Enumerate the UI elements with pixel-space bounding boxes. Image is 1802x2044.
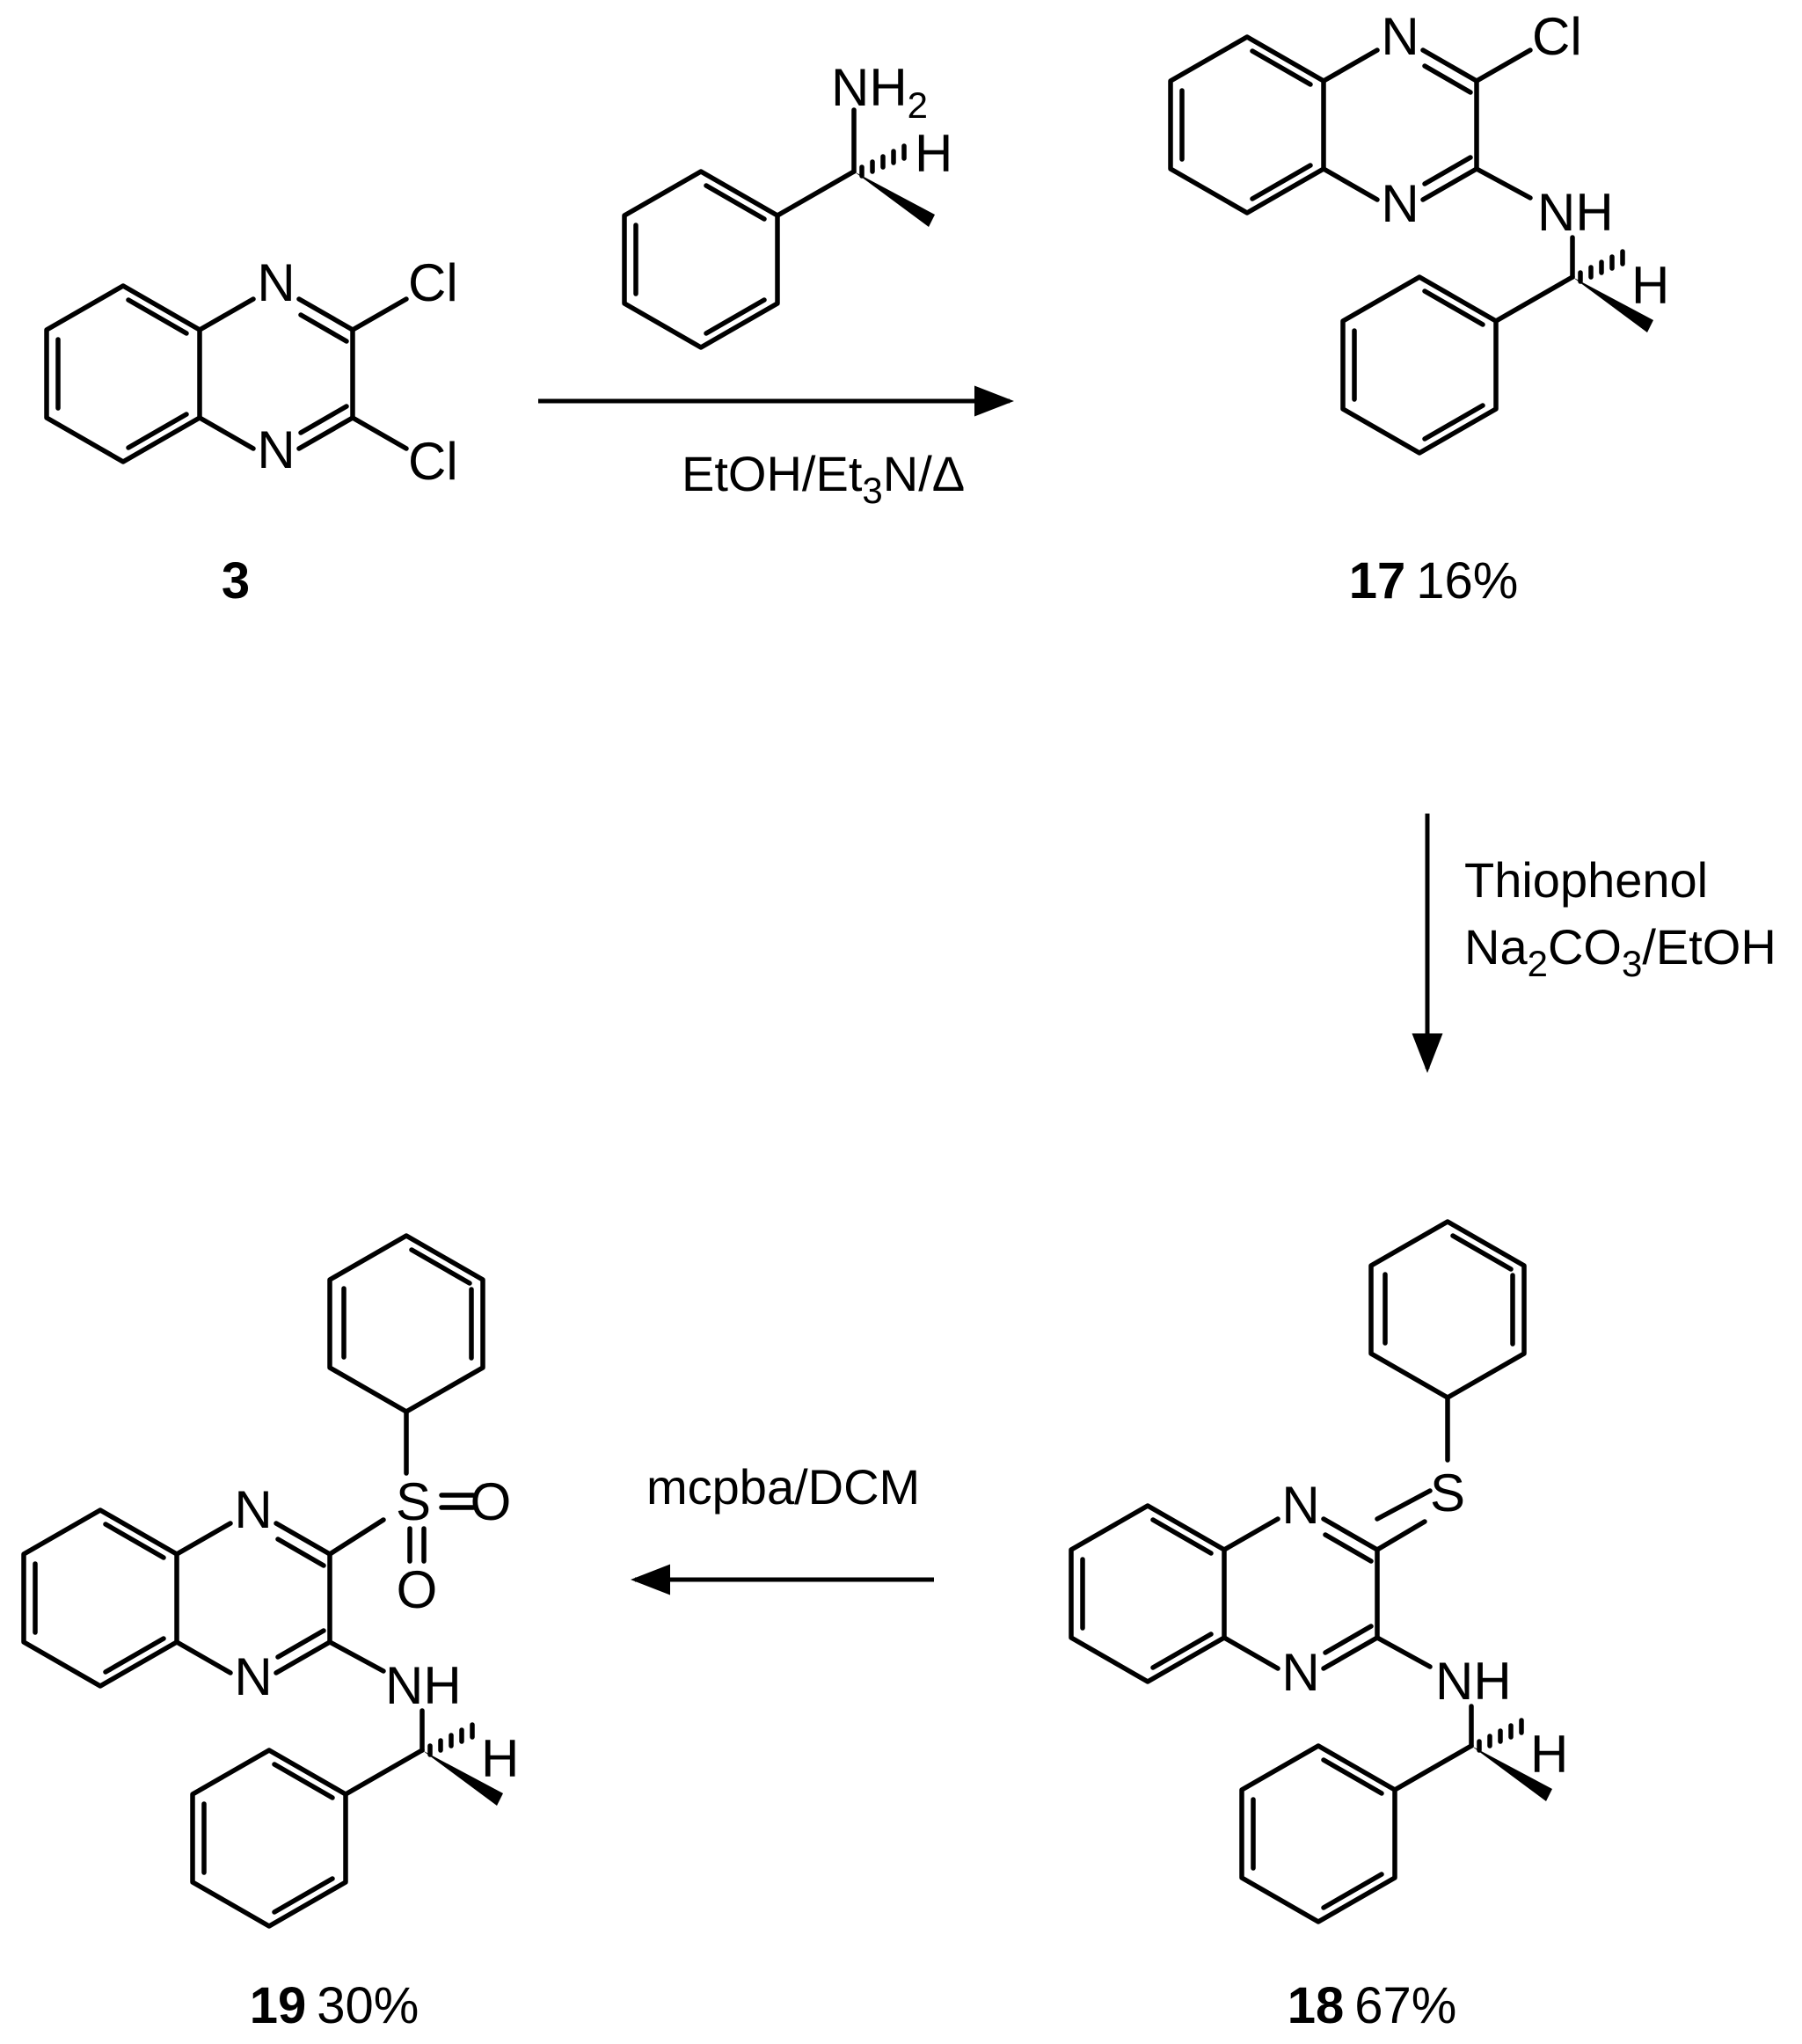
atom-nh: NH xyxy=(385,1656,462,1715)
compound-19-structure: S O O N N NH H xyxy=(21,1233,519,1929)
compound-18-structure: S N N NH H xyxy=(1069,1219,1568,1924)
reagent-phenylethylamine-structure: NH2 H xyxy=(622,58,952,350)
atom-n-top: N xyxy=(234,1480,272,1539)
compound-17-structure: N N Cl NH H xyxy=(1168,7,1669,456)
atom-nh2: NH2 xyxy=(831,58,928,126)
atom-n-bottom: N xyxy=(1381,174,1419,233)
conditions-step-2-line-1: Thiophenol xyxy=(1464,852,1708,908)
atom-h: H xyxy=(481,1729,519,1788)
atom-nh: NH xyxy=(1435,1652,1512,1711)
compound-3-number: 3 xyxy=(222,552,250,610)
atom-o-bottom: O xyxy=(397,1560,438,1619)
atom-h-reagent: H xyxy=(915,124,952,183)
atom-n-bottom: N xyxy=(257,420,295,479)
atom-h: H xyxy=(1631,256,1669,315)
atom-n-top: N xyxy=(1281,1476,1319,1535)
atom-n-bottom: N xyxy=(1281,1643,1319,1702)
atom-nh: NH xyxy=(1537,183,1614,242)
atom-s: S xyxy=(1430,1464,1465,1522)
compound-3-structure: N N Cl Cl xyxy=(44,253,458,491)
atom-o-right: O xyxy=(471,1472,512,1531)
atom-cl-bottom: Cl xyxy=(408,432,458,491)
conditions-step-3: mcpba/DCM xyxy=(646,1459,920,1515)
atom-n-top: N xyxy=(257,253,295,312)
atom-h: H xyxy=(1530,1725,1568,1784)
atom-s: S xyxy=(396,1472,431,1531)
atom-n-top: N xyxy=(1381,7,1419,66)
conditions-step-2-line-2: Na2CO3/EtOH xyxy=(1464,919,1776,984)
conditions-step-1: EtOH/Et3N/Δ xyxy=(682,446,965,511)
atom-cl: Cl xyxy=(1532,7,1582,66)
atom-n-bottom: N xyxy=(234,1647,272,1706)
atom-cl-top: Cl xyxy=(408,253,458,312)
